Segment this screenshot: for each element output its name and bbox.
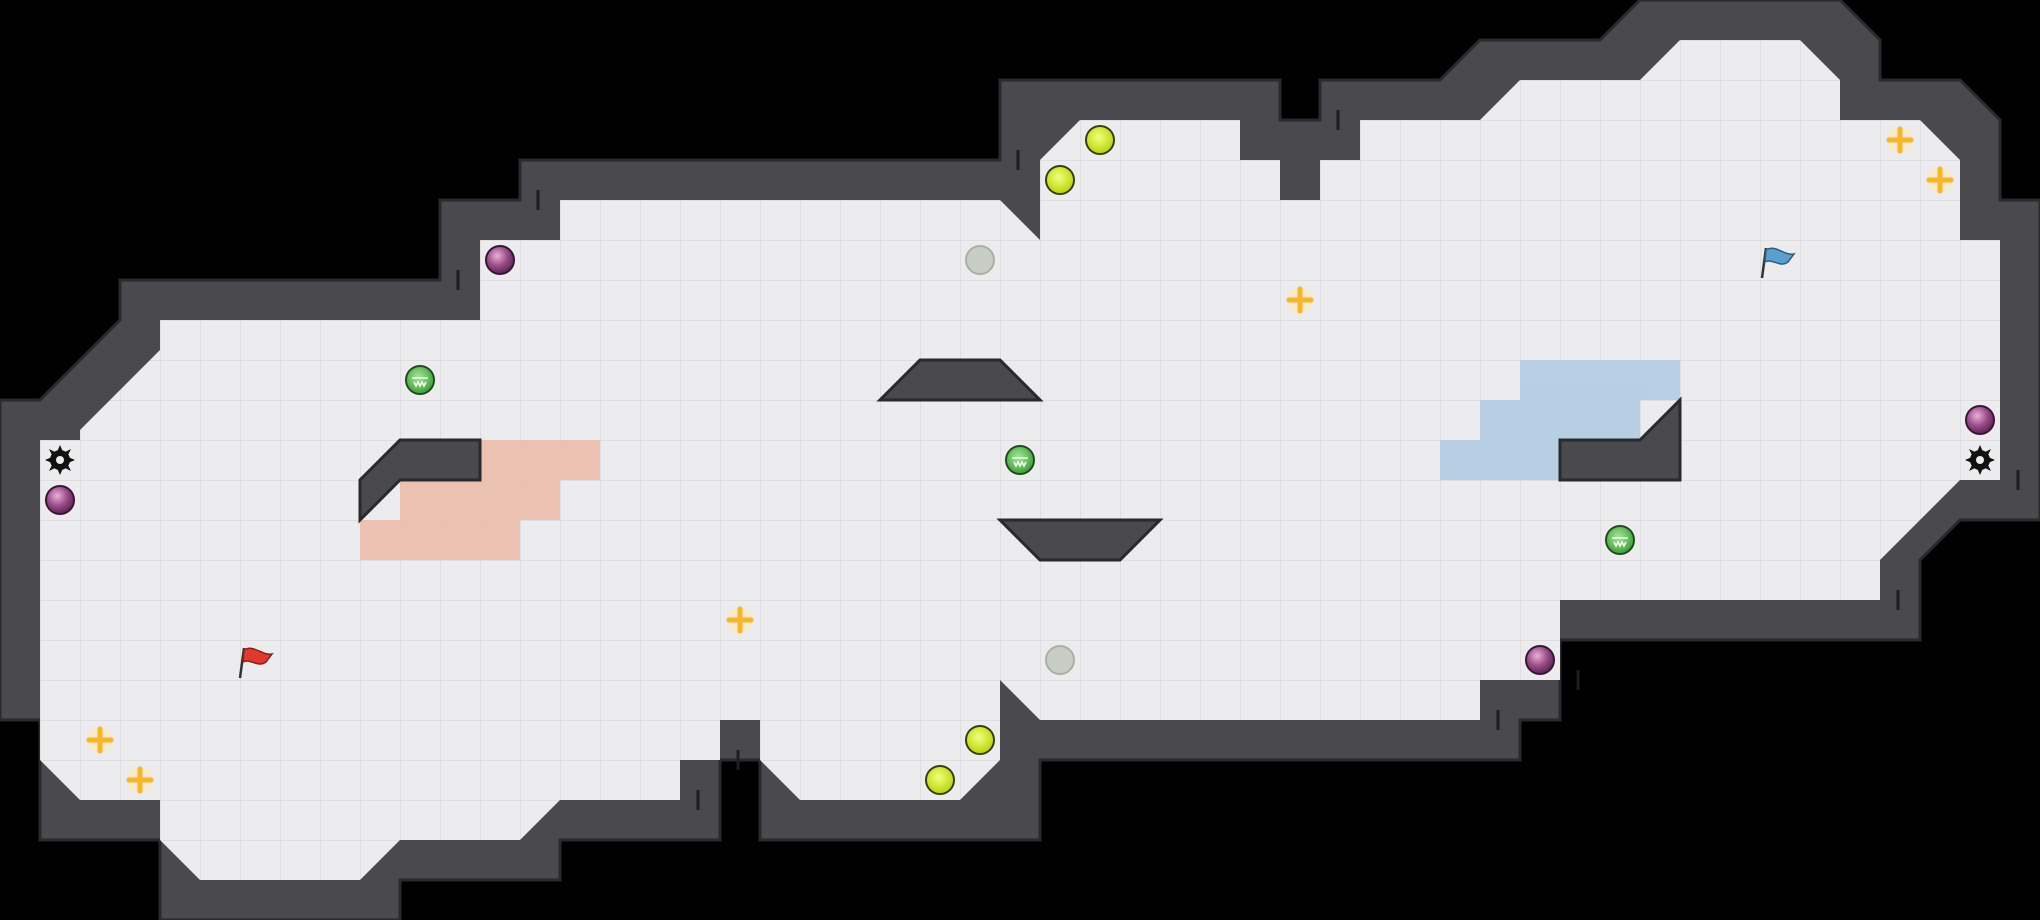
spike-icon — [1965, 445, 1995, 475]
portal-icon — [1045, 645, 1075, 675]
red-team-zone — [360, 440, 600, 560]
portal-pads — [965, 245, 1075, 675]
boost-icon — [965, 725, 995, 755]
boost-pad-icon — [1926, 166, 1954, 194]
bomb-balls — [45, 245, 1995, 675]
boost-icon — [1085, 125, 1115, 155]
spike-icon — [45, 445, 75, 475]
boost-icon — [925, 765, 955, 795]
boost-pad-icon — [86, 726, 114, 754]
powerup-icon — [405, 365, 435, 395]
powerup-balls — [405, 365, 1635, 555]
boost-pads — [86, 126, 1954, 794]
red-flag-icon[interactable] — [238, 647, 274, 679]
spike-hazards — [45, 445, 1995, 475]
powerup-icon — [1005, 445, 1035, 475]
bomb-icon — [1525, 645, 1555, 675]
blue-team-zone — [1440, 360, 1680, 480]
portal-icon — [965, 245, 995, 275]
bomb-icon — [485, 245, 515, 275]
powerup-icon — [1605, 525, 1635, 555]
boost-pad-icon — [1886, 126, 1914, 154]
blue-flag-icon[interactable] — [1760, 247, 1796, 279]
bomb-icon — [1965, 405, 1995, 435]
boost-balls — [925, 125, 1115, 795]
boost-pad-icon — [126, 766, 154, 794]
wall-notches — [456, 110, 2020, 810]
boost-pad-icon — [726, 606, 754, 634]
boost-pad-icon — [1286, 286, 1314, 314]
bomb-icon — [45, 485, 75, 515]
boost-icon — [1045, 165, 1075, 195]
interior-walls — [358, 358, 1682, 562]
